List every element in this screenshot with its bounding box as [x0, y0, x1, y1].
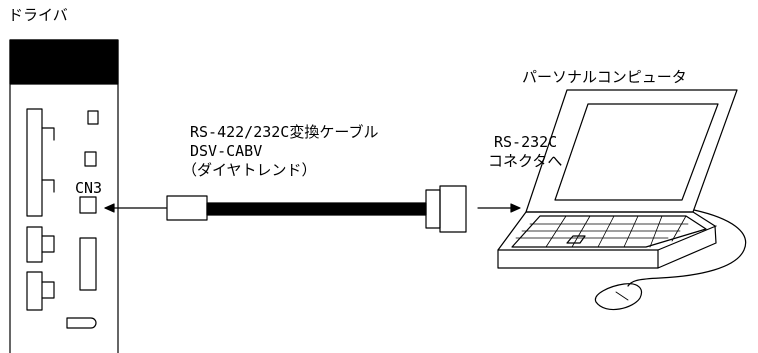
laptop-base [497, 211, 717, 269]
arrow-to-pc [510, 203, 521, 213]
driver-bottom-slot [66, 317, 97, 329]
driver-terminal-1 [26, 226, 43, 263]
driver-title: ドライバ [8, 6, 68, 24]
cable-connector-inner [425, 189, 441, 229]
mouse-cable [627, 209, 747, 287]
cn3-port-label: CN3 [75, 179, 103, 197]
driver-unit [9, 39, 119, 353]
laptop-touchpad [566, 235, 586, 244]
driver-led-mid [84, 151, 97, 167]
driver-display [79, 237, 97, 291]
connector-destination-label: コネクタへ [488, 152, 563, 170]
cable-name-label: RS-422/232C変換ケーブル [190, 123, 379, 141]
computer-title: パーソナルコンピュータ [522, 68, 687, 86]
cable-model-label: DSV-CABV [190, 142, 263, 160]
laptop-screen [554, 103, 719, 201]
personal-computer [497, 89, 747, 311]
connector-type-label: RS-232C [494, 133, 558, 151]
driver-connector-slot [26, 108, 43, 217]
driver-top-panel [9, 39, 119, 85]
arrow-to-cn3 [104, 203, 115, 213]
cable-body [206, 202, 427, 216]
cable-maker-label: （ダイヤトレンド） [182, 161, 317, 179]
cable-plug-driver-end [166, 195, 208, 221]
rs422-232c-cable [104, 185, 521, 233]
driver-terminal-2 [26, 271, 43, 311]
cn3-port [79, 196, 97, 214]
mouse-icon [594, 283, 643, 311]
cable-connector-db9 [439, 185, 467, 233]
driver-led-top [87, 110, 99, 125]
